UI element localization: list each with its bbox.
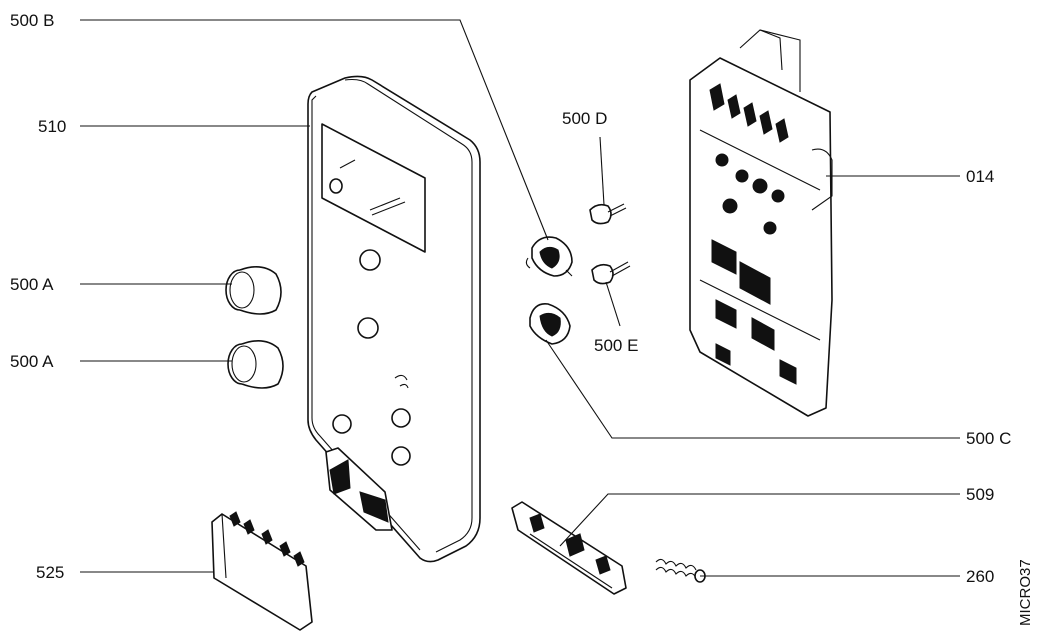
label-500a-top: 500 A <box>10 275 54 294</box>
bar-509 <box>511 501 627 595</box>
lever-525 <box>211 511 313 631</box>
knob-500a-bottom <box>227 340 284 389</box>
switch-500c <box>529 302 571 345</box>
label-500d: 500 D <box>562 109 607 128</box>
label-500b: 500 B <box>10 11 54 30</box>
part-500e <box>591 261 631 285</box>
callout-labels: 500 B 510 500 A 500 A 525 500 D 500 E 50… <box>10 11 1034 626</box>
label-260: 260 <box>966 567 994 586</box>
label-014: 014 <box>966 167 994 186</box>
label-510: 510 <box>38 117 66 136</box>
front-panel-510 <box>307 75 481 563</box>
spring-260 <box>655 558 706 583</box>
label-500a-bottom: 500 A <box>10 352 54 371</box>
drawing-code: MICRO37 <box>1017 559 1034 626</box>
circuit-board-014 <box>689 29 833 417</box>
label-500c: 500 C <box>966 429 1011 448</box>
knob-500a-top <box>225 266 282 315</box>
leader-lines <box>80 19 960 577</box>
label-525: 525 <box>36 563 64 582</box>
switch-500b <box>525 236 573 277</box>
label-500e: 500 E <box>594 336 638 355</box>
part-500d <box>589 203 627 225</box>
label-509: 509 <box>966 485 994 504</box>
